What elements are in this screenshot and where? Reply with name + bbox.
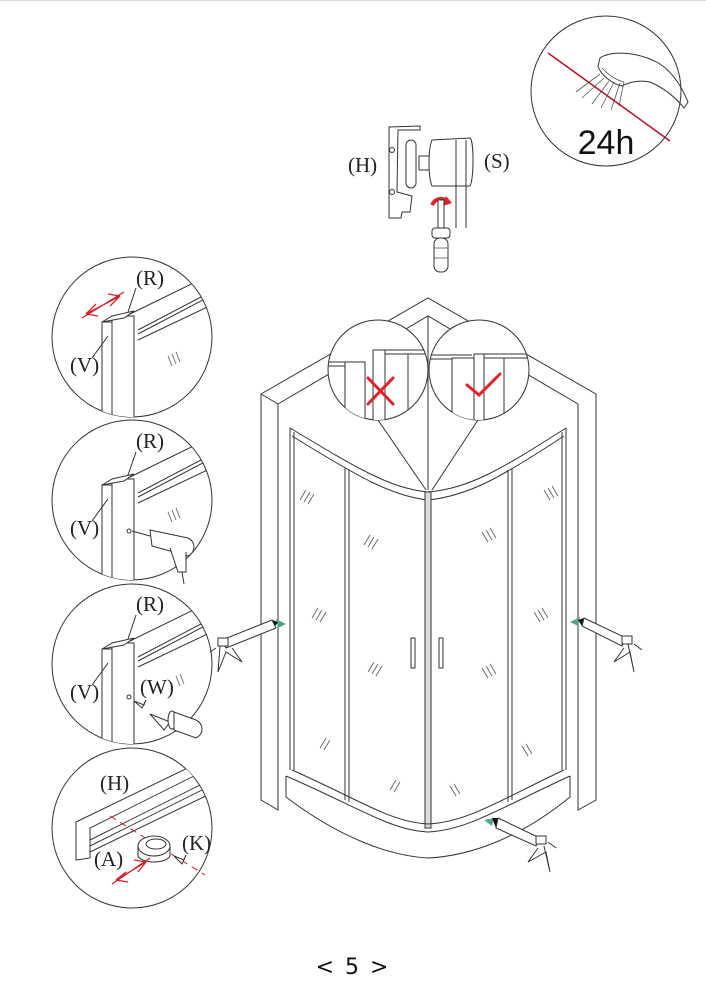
alignment-line: [109, 815, 206, 876]
shower-head-icon: [575, 52, 689, 111]
door-handle-right: [438, 637, 444, 669]
hanger-label-h: (H): [348, 153, 377, 177]
step-4-label-h: (H): [100, 771, 129, 795]
screw-icon: [173, 854, 187, 865]
cross-mark-icon: [366, 376, 395, 406]
page-number: < 5 >: [315, 955, 391, 980]
step-1-label-v: (V): [70, 353, 99, 377]
step-2-detail: (R) (V): [51, 419, 213, 585]
hanger-detail: (H) (S): [348, 125, 510, 273]
curing-notice: 24h: [530, 15, 689, 167]
shower-enclosure: [260, 297, 597, 859]
hanger-label-s: (S): [484, 149, 510, 173]
screwdriver-icon: [149, 710, 203, 739]
step-3-label-w: (W): [140, 675, 174, 699]
step-1-detail: (R) (V): [51, 256, 213, 418]
wall-outline: [260, 297, 597, 395]
step-3-label-r: (R): [136, 592, 164, 616]
door-seal: [424, 491, 432, 829]
prohibition-slash: [547, 52, 671, 142]
adjust-arrow-icon: [81, 291, 125, 319]
door-handle-left: [410, 637, 416, 669]
anchor-block: [137, 835, 171, 863]
drill-icon: [126, 528, 195, 585]
hanger-bracket: [388, 125, 421, 219]
screwdriver-icon: [431, 199, 451, 273]
step-4-label-k: (K): [182, 831, 211, 855]
hanger-roller: [428, 137, 474, 187]
duration-label: 24h: [578, 124, 635, 162]
sealant-gun-left: [209, 619, 286, 673]
step-1-label-r: (R): [136, 266, 164, 290]
shower-tray: [285, 776, 571, 859]
step-4-detail: (H) (A) (K): [51, 747, 213, 909]
alignment-check: [327, 319, 530, 491]
step-2-label-v: (V): [70, 516, 99, 540]
screw-icon: [133, 699, 147, 709]
step-4-label-a: (A): [94, 847, 123, 871]
step-2-label-r: (R): [136, 429, 164, 453]
step-3-detail: (R) (V) (W): [51, 583, 213, 745]
sealant-gun-bottom: [484, 817, 557, 873]
adjust-arrow-icon: [111, 857, 151, 885]
step-3-label-v: (V): [70, 680, 99, 704]
check-mark-icon: [465, 372, 502, 398]
sealant-gun-right: [570, 617, 643, 673]
notice-circle: [530, 15, 682, 167]
